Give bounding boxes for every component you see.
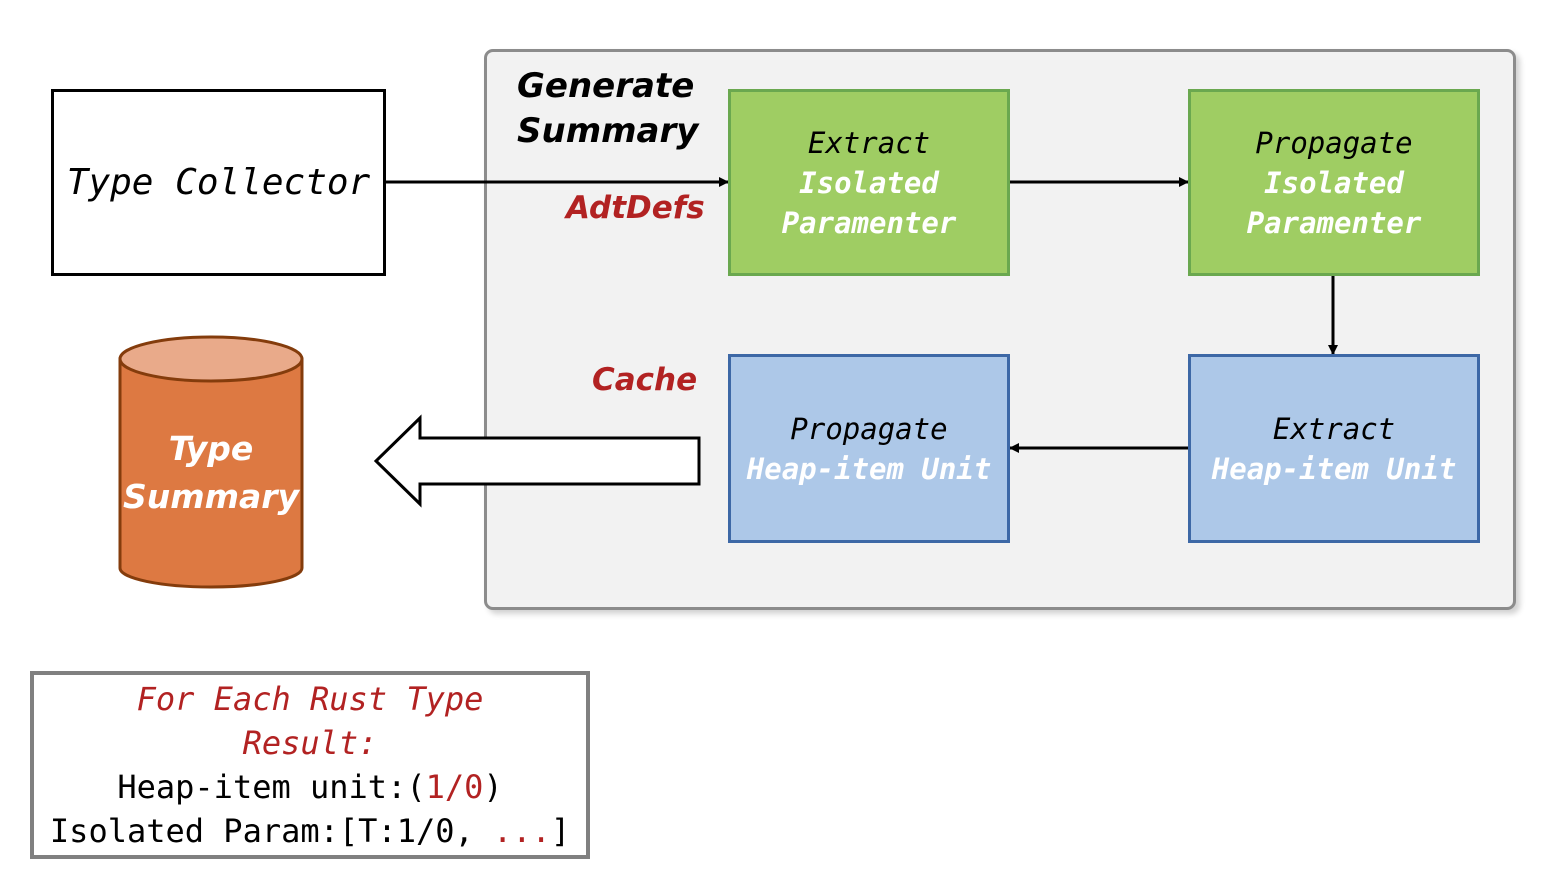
result-subheading: Result: [242, 724, 378, 762]
type-summary-line-2: Summary [122, 477, 300, 516]
heap-item-unit-line: Heap-item unit:(1/0) [117, 765, 502, 809]
heap-item-unit-value: 1/0 [425, 768, 484, 806]
result-heading: For Each Rust Type [136, 680, 484, 718]
propagate-isolated-param-step: Propagate Isolated Paramenter [1188, 89, 1480, 276]
cache-block-arrow [373, 414, 701, 508]
step-line: Isolated [1264, 165, 1404, 200]
adtdefs-label: AdtDefs [566, 190, 705, 226]
type-summary-database [118, 335, 304, 589]
group-title: Generate Summary [517, 64, 737, 154]
step-line: Heap-item Unit [746, 451, 992, 486]
extract-heap-item-unit-step: Extract Heap-item Unit [1188, 354, 1480, 543]
step-line: Propagate [1255, 125, 1413, 160]
group-title-line-1: Generate [517, 66, 695, 106]
heap-item-unit-suffix: ) [483, 768, 503, 806]
cache-label: Cache [592, 362, 698, 398]
type-summary-line-1: Type [168, 429, 254, 468]
group-title-line-2: Summary [517, 111, 699, 151]
step-line: Paramenter [1246, 205, 1422, 240]
step-line: Extract [1272, 411, 1396, 446]
step-line: Propagate [790, 411, 948, 446]
isolated-param-prefix: Isolated Param:[T:1/0, [49, 812, 494, 850]
step-line: Heap-item Unit [1211, 451, 1457, 486]
propagate-heap-item-unit-step: Propagate Heap-item Unit [728, 354, 1010, 543]
isolated-param-suffix: ] [550, 812, 571, 850]
type-collector-box: Type Collector [51, 89, 386, 276]
isolated-param-line: Isolated Param:[T:1/0, ...] [50, 809, 570, 853]
isolated-param-ellipsis: ... [493, 812, 551, 850]
step-line: Extract [807, 125, 931, 160]
heap-item-unit-prefix: Heap-item unit:( [117, 768, 426, 806]
step-line: Isolated [799, 165, 939, 200]
result-box: For Each Rust Type Result: Heap-item uni… [30, 671, 590, 859]
type-summary-label: Type Summary [118, 425, 304, 521]
type-collector-label: Type Collector [66, 162, 371, 203]
step-line: Paramenter [781, 205, 957, 240]
extract-isolated-param-step: Extract Isolated Paramenter [728, 89, 1010, 276]
